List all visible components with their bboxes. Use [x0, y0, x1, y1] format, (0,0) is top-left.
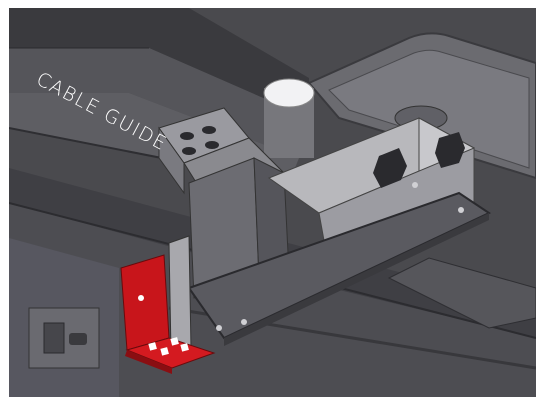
- screw: [241, 319, 247, 325]
- screw: [216, 325, 222, 331]
- side-bracket: [168, 235, 192, 354]
- red-bracket-hole: [160, 347, 169, 356]
- red-bracket-vertical: [120, 254, 170, 351]
- slot-hole: [202, 126, 216, 134]
- cad-scene: [9, 8, 536, 397]
- hex-hole: [373, 148, 407, 188]
- screw: [412, 182, 418, 188]
- slot-hole: [205, 141, 219, 149]
- red-bracket-hole: [180, 343, 189, 352]
- red-bracket-hole: [138, 295, 144, 301]
- floor-hatch: [387, 257, 536, 329]
- hex-hole: [435, 132, 465, 168]
- post-top: [263, 78, 315, 108]
- slot-hole: [182, 147, 196, 155]
- red-bracket-hole: [170, 337, 179, 346]
- top-rail: [9, 8, 309, 118]
- slot-hole: [180, 132, 194, 140]
- red-bracket-hole: [148, 342, 157, 351]
- cad-render-view: CABLE GUIDE: [9, 8, 536, 397]
- screw: [458, 207, 464, 213]
